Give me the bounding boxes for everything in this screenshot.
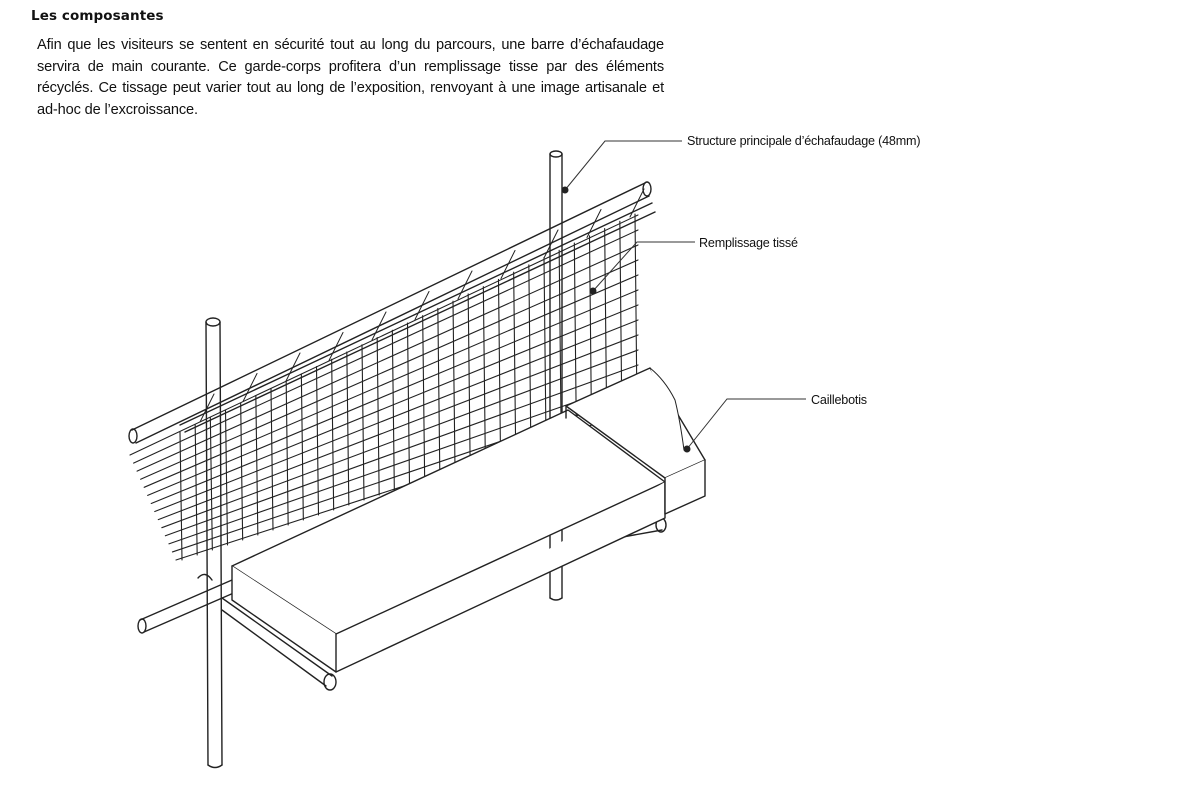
lower-tube bbox=[137, 573, 237, 634]
mesh-wire bbox=[361, 344, 365, 501]
mesh-wire bbox=[497, 278, 502, 456]
mesh-wire bbox=[437, 307, 441, 476]
mesh-wire bbox=[467, 293, 471, 466]
mesh-wire bbox=[346, 351, 350, 506]
section-heading: Les composantes bbox=[31, 8, 164, 24]
leader-dots bbox=[561, 186, 691, 453]
mesh-wire bbox=[315, 366, 320, 516]
mesh-wire bbox=[154, 319, 639, 513]
mesh-wire bbox=[224, 409, 229, 546]
deck-end-block bbox=[565, 367, 706, 515]
mesh-wire bbox=[543, 257, 547, 441]
mesh-wire bbox=[391, 329, 395, 491]
handrail-tube bbox=[128, 181, 656, 444]
mesh-wire bbox=[300, 373, 304, 521]
mesh-wire bbox=[422, 315, 426, 481]
mesh-wire bbox=[129, 214, 639, 456]
mesh-wire bbox=[157, 334, 639, 521]
mesh-wire bbox=[528, 264, 532, 446]
mesh-wire bbox=[194, 424, 198, 556]
mesh-wire bbox=[588, 235, 593, 426]
mesh-vertical-wires bbox=[179, 213, 638, 561]
mesh-wire bbox=[132, 229, 639, 464]
mesh-wire bbox=[558, 249, 562, 436]
mesh-wire bbox=[150, 304, 639, 505]
mesh-wire bbox=[482, 286, 486, 461]
mesh-wire bbox=[240, 402, 244, 541]
label-remplissage: Remplissage tissé bbox=[699, 236, 798, 250]
mesh-wire bbox=[452, 300, 456, 471]
mesh-wire bbox=[209, 416, 213, 551]
label-caillebotis: Caillebotis bbox=[811, 393, 867, 407]
mesh-wire bbox=[140, 259, 639, 480]
mesh-wire bbox=[161, 349, 639, 529]
intro-paragraph: Afin que les visiteurs se sentent en séc… bbox=[37, 37, 664, 119]
leader-lines bbox=[564, 140, 806, 450]
mesh-wire bbox=[285, 380, 289, 526]
mesh-wire bbox=[331, 358, 335, 511]
mesh-wire bbox=[376, 336, 380, 496]
deck-board bbox=[231, 409, 666, 673]
mesh-wire bbox=[270, 387, 274, 531]
mesh-wire bbox=[573, 242, 577, 431]
mesh-wire bbox=[164, 364, 639, 537]
front-post bbox=[205, 317, 223, 769]
mesh-wire bbox=[179, 431, 183, 561]
mesh-wire bbox=[255, 395, 259, 536]
mesh-wire bbox=[168, 379, 639, 545]
mesh-wire bbox=[406, 322, 411, 486]
mesh-wire bbox=[513, 271, 517, 451]
label-structure: Structure principale d’échafaudage (48mm… bbox=[687, 134, 921, 148]
